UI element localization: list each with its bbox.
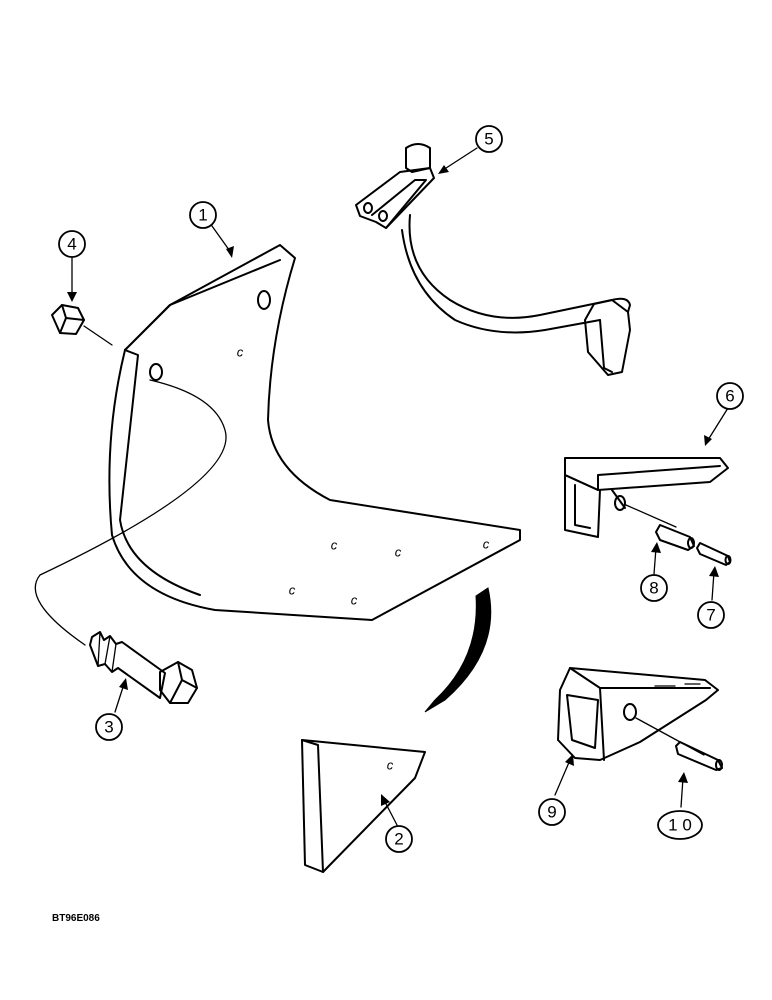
callout-2: 2 <box>385 825 413 853</box>
arrow-icon <box>119 678 128 690</box>
shin-part-2: c <box>301 739 426 873</box>
figure-code: BT96E086 <box>52 913 100 924</box>
hole-mark: c <box>395 545 402 560</box>
arrow-icon <box>651 542 661 553</box>
callout-label: 2 <box>394 830 403 849</box>
callout-label: 6 <box>725 387 734 406</box>
arrow-icon <box>226 246 234 258</box>
hole-mark: c <box>331 538 338 553</box>
callout-9: 9 <box>538 798 566 826</box>
arrow-icon <box>381 794 390 806</box>
hole-mark: c <box>237 345 244 360</box>
callout-label: 3 <box>104 718 113 737</box>
hole-mark: c <box>387 758 394 773</box>
mount-hole-icon <box>149 363 163 381</box>
arrow-icon <box>565 754 574 766</box>
callout-6: 6 <box>716 382 744 410</box>
callout-4: 4 <box>58 230 86 258</box>
hole-mark: c <box>351 593 358 608</box>
callout-5: 5 <box>475 125 503 153</box>
callout-7: 7 <box>697 601 725 629</box>
leader-lines <box>67 147 729 826</box>
arrow-icon <box>709 566 719 577</box>
callout-3: 3 <box>95 713 123 741</box>
pin-part-8 <box>655 524 695 551</box>
arrow-icon <box>678 772 688 783</box>
shank-part-5 <box>355 143 631 376</box>
pin-part-10 <box>675 741 723 771</box>
pin-part-7 <box>696 542 732 566</box>
mount-hole-icon <box>257 290 271 310</box>
callout-label: 9 <box>547 803 556 822</box>
callout-label: 4 <box>67 235 76 254</box>
arrow-icon <box>438 165 449 174</box>
hole-mark: c <box>483 537 490 552</box>
callout-label: 7 <box>706 606 715 625</box>
callout-label: 8 <box>649 579 658 598</box>
callout-label: 1 <box>198 206 207 225</box>
spike-point-part-6 <box>564 457 729 538</box>
arrow-icon <box>67 292 77 302</box>
point-holder-part-9 <box>557 667 719 761</box>
bolt-part-3 <box>89 631 198 704</box>
arrow-icon <box>704 435 712 446</box>
callout-label: 1 0 <box>668 816 692 835</box>
callout-label: 5 <box>484 130 493 149</box>
callout-1: 1 <box>189 201 217 229</box>
curved-arrow-icon <box>424 587 492 713</box>
callout-10: 1 0 <box>657 810 703 840</box>
shovel-part-1: c c c c c c <box>34 244 521 646</box>
callout-8: 8 <box>640 574 668 602</box>
nut-part-4 <box>51 304 113 346</box>
hole-mark: c <box>289 583 296 598</box>
